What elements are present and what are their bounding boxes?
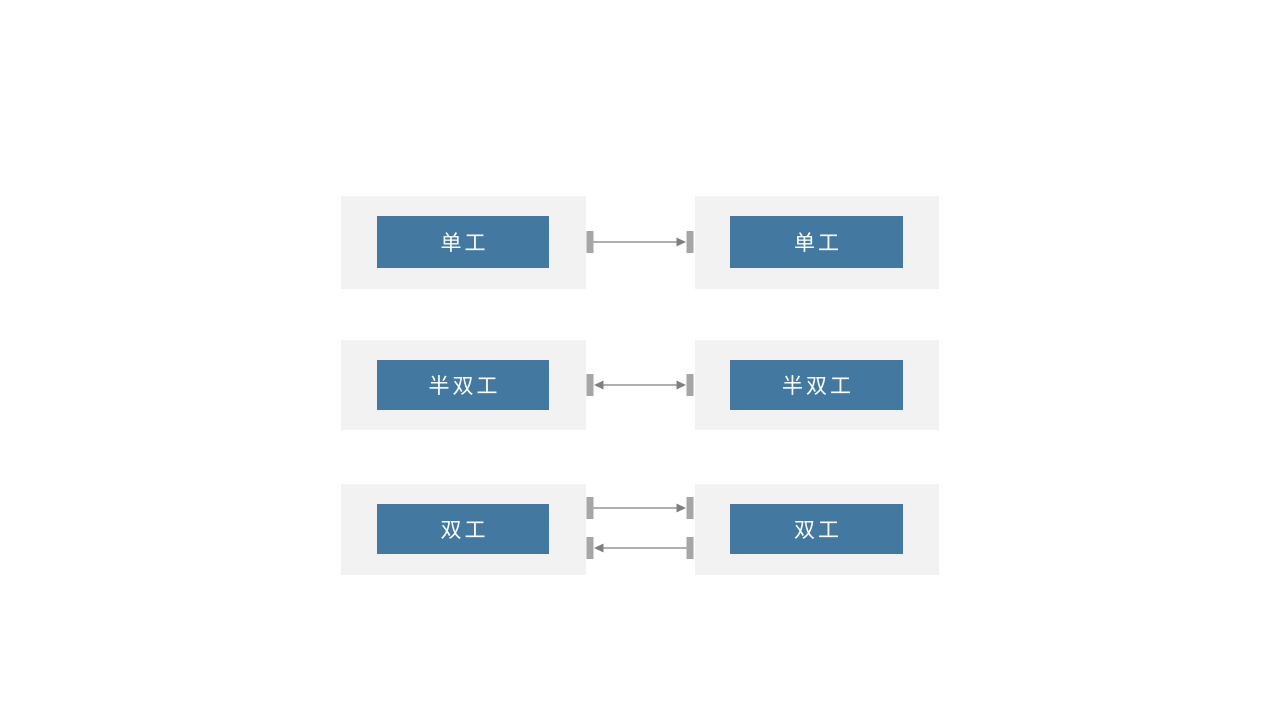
half-duplex-left-node: 半双工: [377, 360, 549, 410]
full-duplex-right-node: 双工: [730, 504, 903, 554]
full-duplex-arrow-right-icon: [586, 496, 694, 520]
full-duplex-left-node: 双工: [377, 504, 549, 554]
simplex-left-node: 单工: [377, 216, 549, 268]
simplex-arrow-right-icon: [586, 230, 694, 254]
simplex-right-node: 单工: [730, 216, 903, 268]
full-duplex-arrow-left-icon: [586, 536, 694, 560]
half-duplex-double-arrow-icon: [586, 373, 694, 397]
half-duplex-right-node: 半双工: [730, 360, 903, 410]
